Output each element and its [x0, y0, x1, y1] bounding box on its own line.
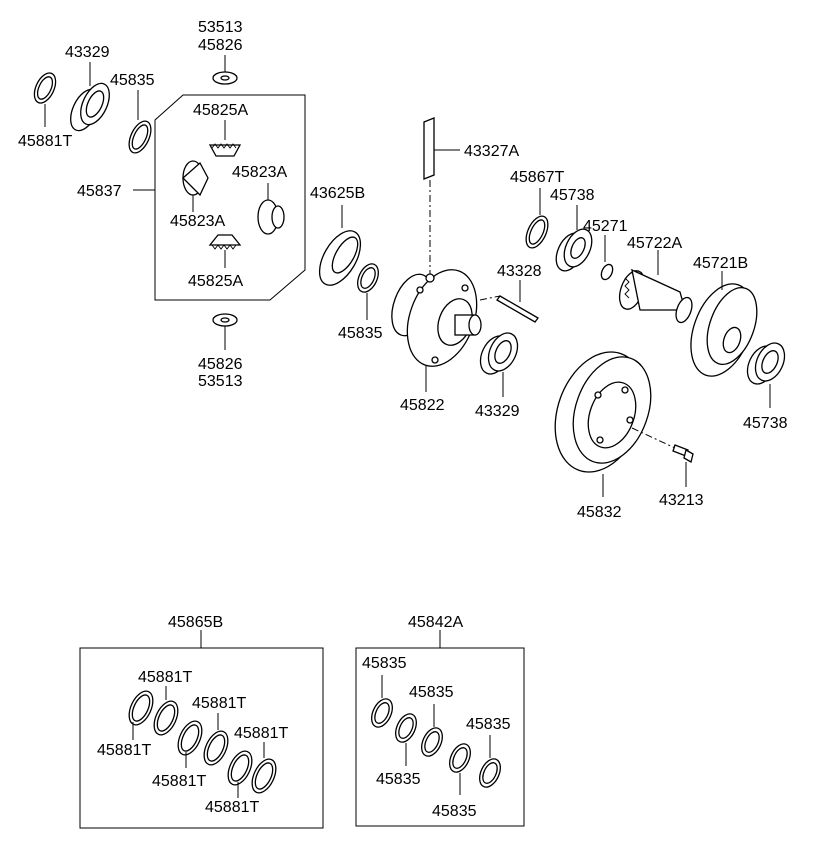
pinion-gear-45825a-top	[208, 120, 242, 157]
label-kt-d: 45835	[376, 771, 421, 788]
label-43625b: 43625B	[310, 185, 365, 202]
label-45825a-top: 45825A	[193, 102, 248, 119]
label-43329-mid: 43329	[475, 403, 520, 420]
kit-washer-rings	[128, 686, 277, 798]
label-kw-e: 45881T	[152, 773, 206, 790]
label-kt-e: 45835	[432, 803, 477, 820]
driven-gear-45721b	[690, 271, 758, 377]
label-45823a-right: 45823A	[232, 164, 287, 181]
differential-case-45822	[391, 269, 482, 392]
snap-ring-45271	[600, 235, 614, 281]
label-45721b: 45721B	[693, 255, 748, 272]
label-45722a: 45722A	[627, 235, 682, 252]
washer-45835-left	[128, 90, 152, 154]
label-45835-left: 45835	[110, 72, 155, 89]
label-45835-mid: 45835	[338, 325, 383, 342]
side-gear-45823a-right	[257, 183, 285, 235]
pin-43328	[479, 280, 539, 323]
label-kw-f: 45881T	[205, 799, 259, 816]
label-43213: 43213	[659, 492, 704, 509]
label-kw-d: 45881T	[234, 725, 288, 742]
side-gear-45823a-left	[182, 160, 209, 212]
shaft-43327a	[423, 117, 460, 275]
bearing-45738-a	[555, 205, 593, 272]
output-gear-45722a	[618, 250, 693, 324]
label-45881t-left: 45881T	[18, 133, 72, 150]
bearing-45738-b	[746, 342, 786, 408]
label-kw-a: 45881T	[138, 669, 192, 686]
label-kt-c: 45835	[466, 716, 511, 733]
label-45826-bottom: 45826	[198, 356, 243, 373]
label-kw-c: 45881T	[97, 742, 151, 759]
washer-45881t-left	[33, 72, 57, 127]
label-45271: 45271	[583, 218, 628, 235]
bolt-43213	[631, 427, 694, 487]
washer-45835-mid	[357, 263, 379, 320]
label-kt-b: 45835	[409, 684, 454, 701]
washer-45867t	[525, 188, 549, 249]
label-45867t: 45867T	[510, 169, 564, 186]
label-45826-top: 45826	[198, 37, 243, 54]
label-53513-bottom: 53513	[198, 373, 243, 390]
label-45865b: 45865B	[168, 614, 223, 631]
final-gear-45832	[554, 351, 652, 497]
label-43329-left: 43329	[65, 44, 110, 61]
washer-45826-bottom	[212, 313, 238, 350]
label-45825a-bottom: 45825A	[188, 273, 243, 290]
label-43327a: 43327A	[464, 143, 519, 160]
kit-thrust-rings	[371, 675, 501, 795]
bearing-43329-left	[70, 62, 110, 132]
pinion-gear-45825a-bottom	[208, 234, 242, 268]
label-kw-b: 45881T	[192, 695, 246, 712]
washer-45826-top	[212, 55, 238, 85]
bearing-43329-mid	[479, 332, 519, 397]
label-53513-top: 53513	[198, 19, 243, 36]
label-45738-a: 45738	[550, 187, 595, 204]
label-45842a: 45842A	[408, 614, 463, 631]
label-45837: 45837	[77, 183, 122, 200]
label-45823a-left: 45823A	[170, 213, 225, 230]
label-45738-b: 45738	[743, 415, 788, 432]
label-kt-a: 45835	[362, 655, 407, 672]
ring-gear-43625b	[318, 205, 362, 286]
label-45832: 45832	[577, 504, 622, 521]
kit-box-45837	[154, 94, 306, 301]
label-45822: 45822	[400, 397, 445, 414]
label-43328: 43328	[497, 263, 542, 280]
